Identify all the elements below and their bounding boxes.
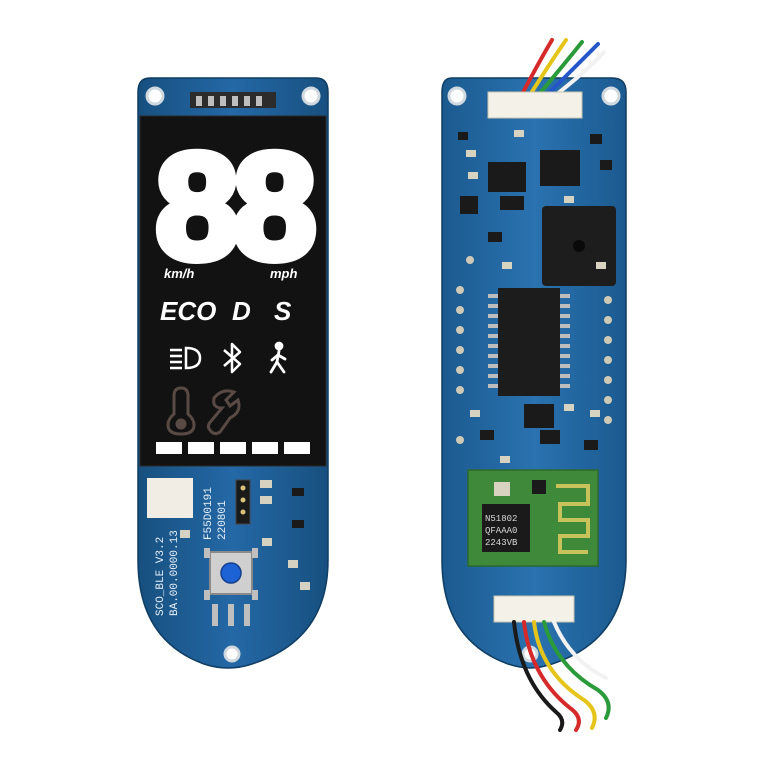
front-board: 88 km/h mph ECO D S [137, 77, 329, 669]
unit-kmh: km/h [164, 266, 194, 281]
bluetooth-icon [223, 342, 242, 374]
smd-part [288, 560, 298, 568]
thermometer-icon [166, 386, 196, 436]
bottom-connector [493, 595, 575, 623]
mount-hole [601, 86, 621, 106]
smd-part [292, 520, 304, 528]
headlight-icon [170, 346, 202, 370]
walking-person-icon [269, 341, 287, 374]
speed-digits: 88 [156, 122, 312, 290]
mode-s: S [274, 296, 292, 326]
via-pads [456, 256, 612, 444]
battery-bar [156, 442, 310, 454]
ble-chip-line-2: QFAAA0 [485, 526, 517, 536]
smd-part [262, 538, 272, 546]
white-pad [147, 478, 193, 518]
ble-chip-line-1: N51802 [485, 514, 517, 524]
unit-mph: mph [270, 266, 298, 281]
mode-d: D [232, 296, 251, 326]
smd-part [180, 530, 190, 538]
mount-hole [145, 86, 165, 106]
ble-chip-line-3: 2243VB [485, 538, 518, 548]
mode-eco: ECO [160, 296, 216, 326]
top-connector [487, 91, 583, 119]
back-board: N51802 QFAAA0 2243VB [441, 38, 627, 732]
smd-part [260, 496, 272, 504]
passive-components [466, 130, 606, 463]
marking-1-label: F55D0191 [203, 487, 215, 540]
mount-hole [447, 86, 467, 106]
mount-hole [301, 86, 321, 106]
tactile-button [204, 548, 258, 626]
smd-part [300, 582, 310, 590]
ble-module: N51802 QFAAA0 2243VB [467, 469, 599, 567]
smd-components [458, 132, 612, 450]
main-chip [488, 288, 570, 396]
smd-part [292, 488, 304, 496]
lcd-panel [139, 115, 327, 467]
board-code-label: BA.00.0000.13 [169, 530, 181, 616]
marking-2-label: 220801 [217, 500, 229, 540]
mount-hole [223, 645, 241, 663]
wrench-icon [206, 389, 241, 436]
board-name-label: SCO_BLE V3.2 [155, 537, 167, 616]
top-connector [190, 92, 276, 108]
bottom-wire-bundle [512, 620, 611, 732]
smd-part [260, 480, 272, 488]
